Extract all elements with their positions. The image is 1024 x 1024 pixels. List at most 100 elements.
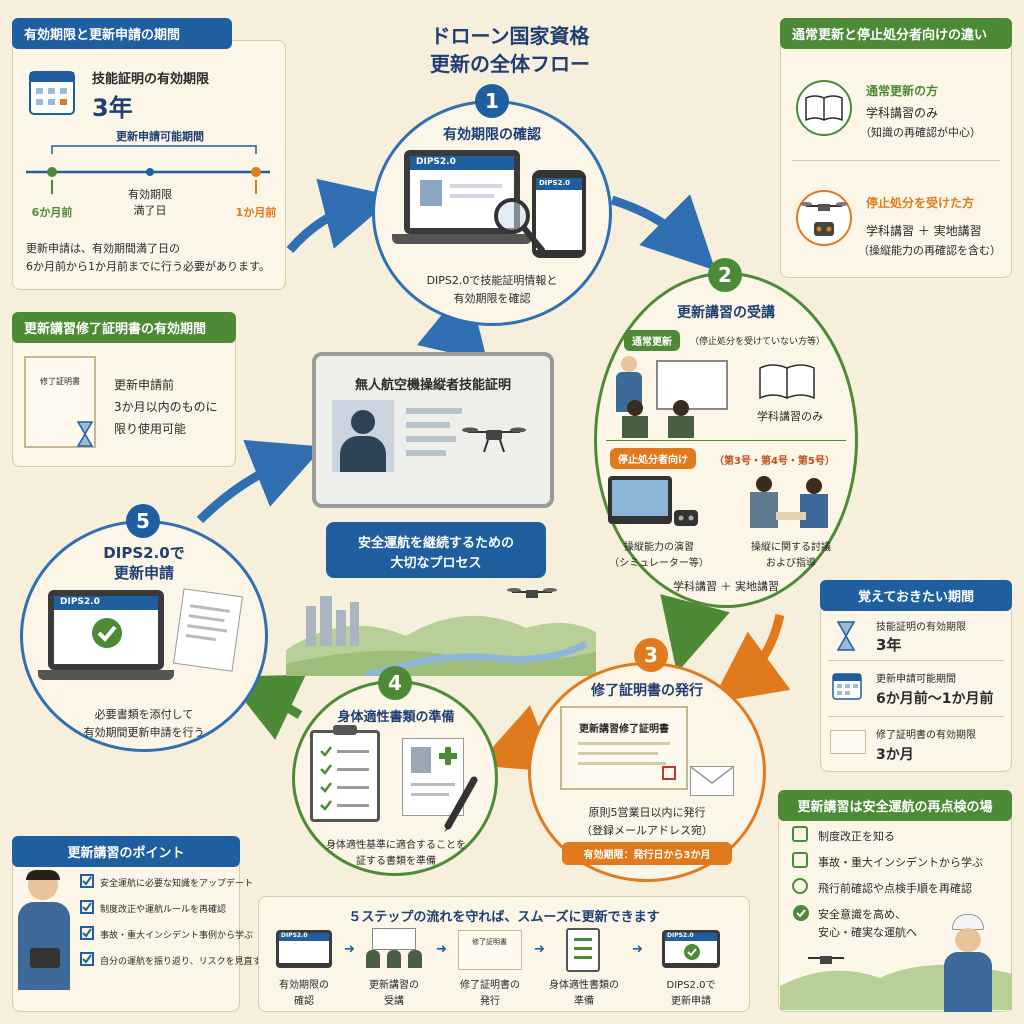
summary-arrow-2: ➜ bbox=[436, 942, 447, 957]
summary-step4-l1: 身体適性書類の bbox=[549, 980, 619, 991]
check-icon bbox=[92, 618, 122, 648]
step5-laptop: DIPS2.0 bbox=[48, 590, 164, 670]
lecture-scene bbox=[612, 356, 732, 438]
safety-item-3: 飛行前確認や点検手順を再確認 bbox=[818, 882, 972, 895]
safety-item-4: 安全意識を高め、 bbox=[818, 908, 906, 921]
course-cert-line3: 限り使用可能 bbox=[114, 422, 187, 436]
normal-renewal-title: 通常更新の方 bbox=[866, 84, 939, 98]
validity-panel-tag: 有効期限と更新申請の期間 bbox=[12, 18, 232, 49]
check-circle-icon bbox=[793, 905, 809, 921]
student-2 bbox=[668, 400, 694, 438]
summary-check-icon bbox=[684, 944, 700, 960]
calendar-icon-2 bbox=[832, 673, 862, 700]
center-banner-line2: 大切なプロセス bbox=[390, 556, 482, 571]
book-icon bbox=[805, 95, 843, 122]
summary-step1-screen-label: DIPS2.0 bbox=[281, 932, 308, 939]
main-title-line2: 更新の全体フロー bbox=[430, 52, 590, 76]
remember-r1-value: 3年 bbox=[876, 636, 902, 654]
checklist-clipboard bbox=[310, 725, 380, 822]
step1-phone-label: DIPS2.0 bbox=[539, 179, 570, 187]
points-item-3: 事故・重大インシデント事例から学ぶ bbox=[100, 931, 254, 941]
remember-r3-value: 3か月 bbox=[876, 747, 914, 763]
summary-step1-l1: 有効期限の bbox=[279, 980, 329, 991]
tick-label-6-months: 6か月前 bbox=[31, 206, 73, 219]
step1-title: 有効期限の確認 bbox=[443, 127, 541, 143]
normal-renewal-line1: 学科講習のみ bbox=[866, 106, 939, 120]
course-cert-line1: 更新申請前 bbox=[114, 378, 175, 392]
pilot-figure bbox=[938, 914, 998, 1012]
step3-title: 修了証明書の発行 bbox=[591, 683, 703, 699]
license-card: 無人航空機操縦者技能証明 bbox=[312, 352, 554, 508]
summary-step2-l2: 受講 bbox=[384, 996, 404, 1007]
hourglass-icon bbox=[76, 421, 94, 447]
safety-item-2: 事故・重大インシデントから学ぶ bbox=[818, 856, 983, 869]
remember-r2-value: 6か月前〜1か月前 bbox=[876, 691, 994, 707]
step5-desc1: 必要書類を添付して bbox=[94, 708, 194, 721]
avatar bbox=[420, 180, 442, 206]
student-1 bbox=[622, 400, 648, 438]
magnifier-icon bbox=[494, 198, 545, 253]
remember-r2-label: 更新申請可能期間 bbox=[876, 674, 956, 685]
points-item-4: 自分の運航を振り返り、リスクを見直す bbox=[100, 957, 262, 967]
summary-step4-l2: 準備 bbox=[574, 996, 594, 1007]
calendar-icon bbox=[29, 71, 75, 115]
step4-number: 4 bbox=[378, 666, 412, 700]
points-item-1: 安全運航に必要な知識をアップデート bbox=[100, 879, 254, 889]
remember-sep-1 bbox=[828, 660, 1004, 661]
step2-normal-result: 学科講習のみ bbox=[757, 410, 823, 423]
application-window-label: 更新申請可能期間 bbox=[116, 130, 204, 143]
step2-result: 学科講習 ＋ 実地講習 bbox=[673, 580, 779, 593]
step2-suspended-tag: 停止処分者向け bbox=[610, 448, 696, 469]
step1-phone: DIPS2.0 bbox=[532, 170, 586, 258]
step5-laptop-base bbox=[38, 670, 174, 680]
pen-icon bbox=[444, 776, 478, 832]
summary-step3-icon: 修了証明書 bbox=[458, 930, 522, 970]
summary-step5-screen-label: DIPS2.0 bbox=[667, 932, 694, 939]
cert-validity-label: 技能証明の有効期限 bbox=[92, 72, 210, 87]
step3-validity-badge: 有効期限：発行日から3か月 bbox=[562, 842, 732, 865]
safety-item-1: 制度改正を知る bbox=[818, 830, 895, 843]
summary-arrow-3: ➜ bbox=[534, 942, 545, 957]
tick-label-1-month: 1か月前 bbox=[235, 206, 277, 219]
discussion-scene bbox=[750, 476, 834, 532]
step5-screen-label: DIPS2.0 bbox=[60, 597, 100, 607]
landscape-illustration bbox=[286, 588, 596, 676]
suspended-line2: （操縦能力の再確認を含む） bbox=[858, 244, 1001, 257]
summary-step1-icon: DIPS2.0 bbox=[276, 930, 332, 968]
envelope-icon bbox=[690, 766, 734, 796]
step5-title-line2: 更新申請 bbox=[113, 564, 174, 582]
controller-icon bbox=[674, 510, 698, 526]
instructor-figure bbox=[16, 870, 72, 1008]
step4-desc1: 身体適性基準に適合することを bbox=[326, 840, 466, 851]
step2-disc-1: 操縦に関する討議 bbox=[751, 542, 831, 553]
cert-validity-value: 3年 bbox=[92, 94, 133, 122]
tick-label-expiry-1: 有効期限 bbox=[128, 188, 172, 201]
step2-sim-1: 操縦能力の演習 bbox=[624, 542, 694, 553]
normal-renewal-line2: （知識の再確認が中心） bbox=[860, 126, 981, 139]
summary-step1-l2: 確認 bbox=[294, 996, 314, 1007]
suspended-line1: 学科講習 ＋ 実地講習 bbox=[866, 224, 982, 238]
step2-normal-tag: 通常更新 bbox=[624, 330, 680, 351]
remember-r1-label: 技能証明の有効期限 bbox=[876, 622, 966, 633]
step2-sim-2: （シミュレーター等） bbox=[609, 558, 709, 569]
summary-step5-l2: 更新申請 bbox=[671, 996, 711, 1007]
completion-certificate-title: 更新講習修了証明書 bbox=[579, 724, 669, 735]
center-banner bbox=[326, 522, 546, 578]
certificate-icon-small bbox=[830, 730, 866, 754]
step1-screen-label: DIPS2.0 bbox=[416, 157, 456, 167]
remember-r3-label: 修了証明書の有効期限 bbox=[876, 730, 976, 741]
tablet-icon bbox=[30, 948, 60, 968]
safety-item-5: 安心・確実な運航へ bbox=[818, 926, 917, 939]
step5-number: 5 bbox=[126, 504, 160, 538]
validity-note-1: 更新申請は、有効期間満了日の bbox=[26, 242, 180, 255]
course-cert-panel-tag: 更新講習修了証明書の有効期間 bbox=[12, 312, 236, 343]
checkmarks bbox=[320, 746, 369, 811]
step5-title-line1: DIPS2.0で bbox=[103, 544, 185, 562]
remember-sep-2 bbox=[828, 716, 1004, 717]
simulator-monitor bbox=[608, 476, 672, 524]
summary-title: ５ステップの流れを守れば、スムーズに更新できます bbox=[348, 910, 660, 925]
hourglass-icon-2 bbox=[836, 621, 856, 651]
completion-certificate: 更新講習修了証明書 bbox=[560, 706, 688, 790]
drone-icon-circle bbox=[796, 190, 852, 246]
validity-note-2: 6か月前から1か月前までに行う必要があります。 bbox=[26, 260, 270, 273]
